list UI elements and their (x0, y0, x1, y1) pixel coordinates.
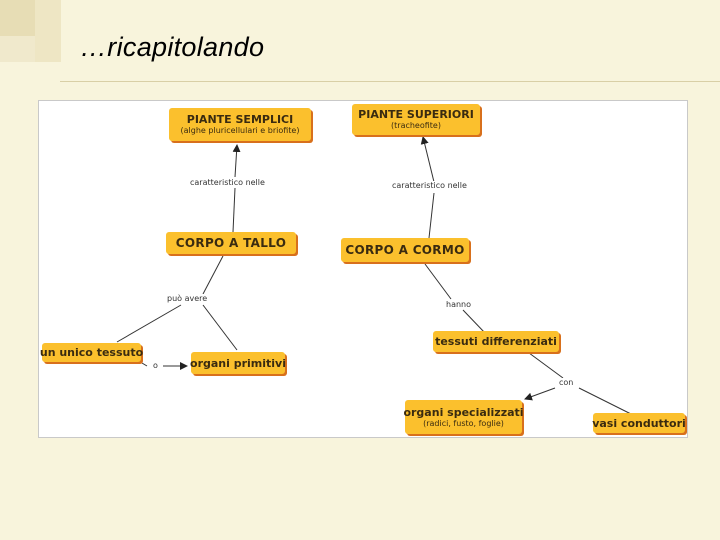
node-label: PIANTE SEMPLICI (186, 113, 294, 126)
link-hanno-to-tessuti (462, 309, 486, 334)
decorative-corner-block (0, 36, 35, 62)
link-con-to-vasi (578, 387, 632, 415)
link-label-con: con (558, 378, 575, 387)
node-sublabel: (radici, fusto, foglie) (423, 418, 504, 428)
node-organi-primitivi: organi primitivi (190, 352, 286, 374)
node-piante-semplici: PIANTE SEMPLICI (alghe pluricellulari e … (169, 108, 311, 141)
link-caratteristico-to-superiori (420, 136, 435, 183)
node-label: vasi conduttori (592, 416, 686, 430)
node-piante-superiori: PIANTE SUPERIORI (tracheofite) (352, 104, 480, 135)
link-label-puo-avere: può avere (166, 294, 209, 303)
decorative-corner-block (35, 0, 61, 62)
link-tallo-to-caratteristico (232, 187, 236, 233)
slide-title: …ricapitolando (80, 32, 265, 62)
node-label: un unico tessuto (39, 346, 144, 359)
link-con-to-organi (524, 387, 556, 401)
node-sublabel: (alghe pluricellulari e briofite) (180, 126, 300, 135)
link-label-caratteristico-nelle: caratteristico nelle (391, 181, 468, 190)
link-tessuti-to-con (524, 349, 564, 379)
link-label-o: o (152, 361, 159, 370)
node-label: organi specializzati (403, 405, 524, 419)
node-unico-tessuto: un unico tessuto (39, 343, 144, 362)
link-cormo-to-caratteristico (428, 192, 435, 239)
node-corpo-a-tallo: CORPO A TALLO (166, 232, 296, 254)
link-label-hanno: hanno (445, 300, 473, 309)
link-caratteristico-to-semplici (232, 144, 241, 178)
node-label: organi primitivi (190, 356, 286, 370)
node-label: tessuti differenziati (435, 335, 557, 348)
node-organi-specializzati: organi specializzati (radici, fusto, fog… (403, 400, 524, 434)
concept-map-links (116, 136, 632, 415)
node-corpo-a-cormo: CORPO A CORMO (341, 238, 469, 262)
node-sublabel: (tracheofite) (391, 121, 441, 130)
link-label-caratteristico-nelle: caratteristico nelle (189, 178, 266, 187)
link-tallo-to-puo-avere (202, 255, 224, 295)
node-vasi-conduttori: vasi conduttori (592, 413, 686, 433)
node-tessuti-differenziati: tessuti differenziati (433, 331, 559, 352)
node-label: CORPO A CORMO (345, 242, 465, 257)
node-label: PIANTE SUPERIORI (358, 108, 474, 121)
link-puo-avere-to-unico (116, 304, 182, 343)
node-label: CORPO A TALLO (175, 235, 287, 250)
link-cormo-to-hanno (424, 263, 452, 300)
decorative-corner-block (0, 0, 35, 36)
link-puo-avere-to-primitivi (202, 304, 238, 351)
concept-map: caratteristico nelle caratteristico nell… (38, 100, 688, 438)
title-divider (60, 81, 720, 82)
